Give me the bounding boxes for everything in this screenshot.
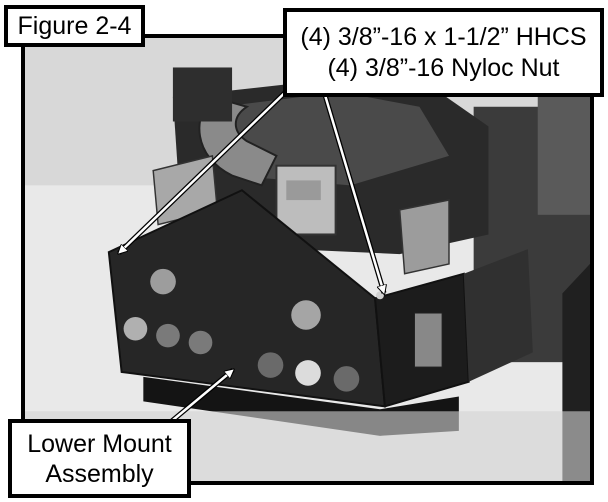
assembly-callout: Lower Mount Assembly — [8, 419, 191, 498]
hardware-callout-line1: (4) 3/8”-16 x 1-1/2” HHCS — [300, 23, 587, 51]
photo-frame — [21, 34, 594, 485]
assembly-callout-line1: Lower Mount — [27, 430, 172, 458]
figure-label: Figure 2-4 — [4, 5, 145, 47]
figure-label-text: Figure 2-4 — [17, 12, 132, 40]
hardware-callout: (4) 3/8”-16 x 1-1/2” HHCS (4) 3/8”-16 Ny… — [283, 8, 604, 97]
hardware-callout-line2: (4) 3/8”-16 Nyloc Nut — [327, 54, 560, 82]
engine-mount-photo — [25, 38, 590, 481]
assembly-callout-line2: Assembly — [45, 460, 154, 488]
